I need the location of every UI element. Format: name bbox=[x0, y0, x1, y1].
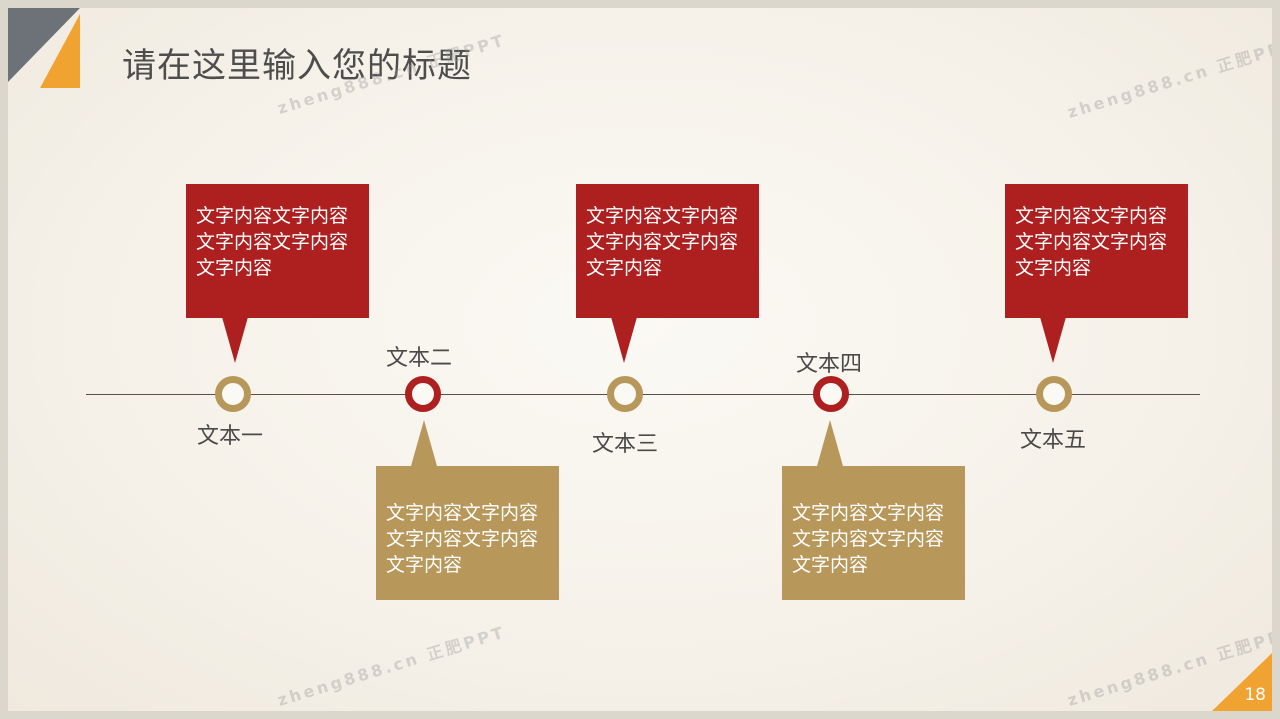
timeline-label-1: 文本一 bbox=[197, 424, 264, 449]
corner-decoration-top-left bbox=[8, 8, 80, 88]
callout-box-4: 文字内容文字内容文字内容文字内容文字内容 bbox=[782, 466, 965, 600]
page-number: 18 bbox=[1244, 685, 1266, 705]
callout-text-5: 文字内容文字内容文字内容文字内容文字内容 bbox=[1015, 205, 1168, 279]
corner-decoration-bottom-right bbox=[1212, 653, 1272, 711]
callout-box-3: 文字内容文字内容文字内容文字内容文字内容 bbox=[576, 184, 759, 318]
callout-box-1: 文字内容文字内容文字内容文字内容文字内容 bbox=[186, 184, 369, 318]
timeline-label-4: 文本四 bbox=[796, 352, 863, 377]
callout-text-2: 文字内容文字内容文字内容文字内容文字内容 bbox=[386, 502, 539, 576]
callout-box-2: 文字内容文字内容文字内容文字内容文字内容 bbox=[376, 466, 559, 600]
callout-text-4: 文字内容文字内容文字内容文字内容文字内容 bbox=[792, 502, 945, 576]
callout-pointer-2 bbox=[411, 420, 437, 466]
timeline-node-5 bbox=[1036, 376, 1072, 412]
callout-pointer-4 bbox=[817, 420, 843, 466]
watermark: zheng888.cn 正肥PPT bbox=[1065, 34, 1272, 122]
callout-text-1: 文字内容文字内容文字内容文字内容文字内容 bbox=[196, 205, 349, 279]
timeline-line bbox=[86, 394, 1200, 395]
callout-box-5: 文字内容文字内容文字内容文字内容文字内容 bbox=[1005, 184, 1188, 318]
timeline-label-5: 文本五 bbox=[1020, 428, 1087, 453]
callout-text-3: 文字内容文字内容文字内容文字内容文字内容 bbox=[586, 205, 739, 279]
timeline-node-3 bbox=[607, 376, 643, 412]
callout-pointer-5 bbox=[1040, 317, 1066, 363]
timeline-label-3: 文本三 bbox=[592, 432, 659, 457]
timeline-node-2 bbox=[405, 376, 441, 412]
timeline-node-4 bbox=[813, 376, 849, 412]
timeline-node-1 bbox=[215, 376, 251, 412]
callout-pointer-1 bbox=[222, 317, 248, 363]
slide-title: 请在这里输入您的标题 bbox=[122, 46, 472, 86]
slide: 请在这里输入您的标题 zheng888.cn 正肥PPT zheng888.cn… bbox=[8, 8, 1272, 711]
watermark: zheng888.cn 正肥PPT bbox=[275, 622, 509, 710]
timeline-label-2: 文本二 bbox=[386, 346, 453, 371]
callout-pointer-3 bbox=[611, 317, 637, 363]
